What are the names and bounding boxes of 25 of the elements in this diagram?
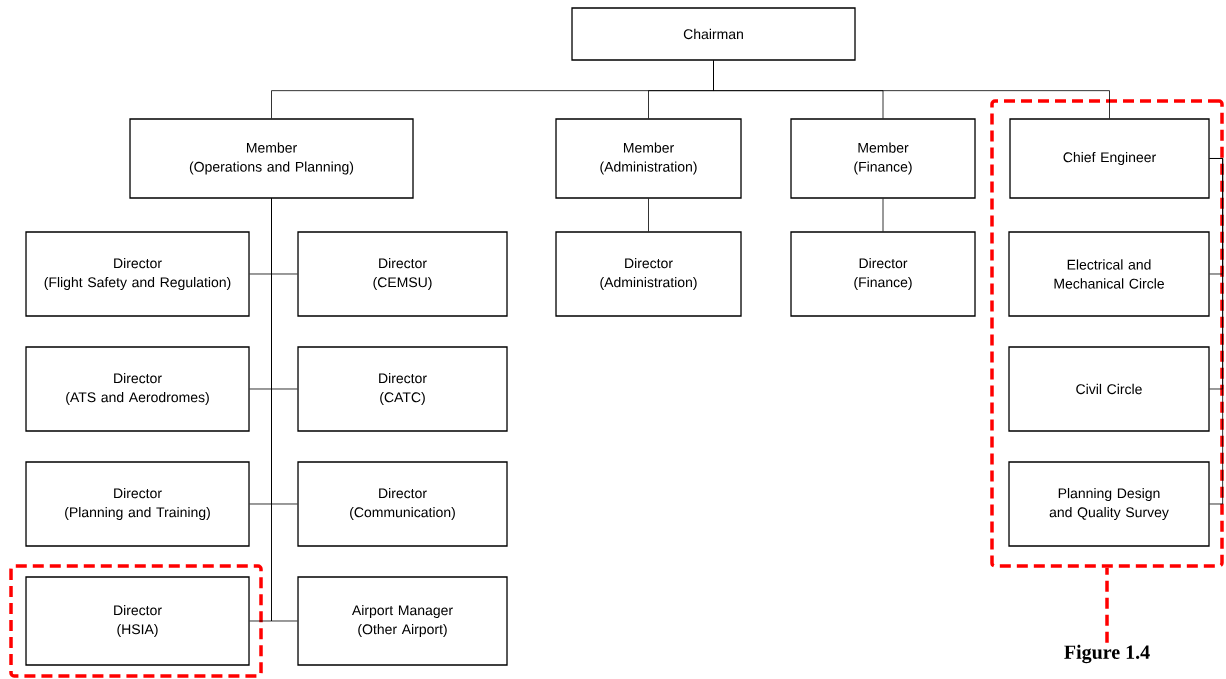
- org-box: Director (CATC): [297, 346, 508, 432]
- connector-line: [648, 198, 649, 232]
- org-box: Director (Finance): [790, 231, 976, 317]
- org-box: Chief Engineer: [1009, 118, 1210, 199]
- org-box: Director (Planning and Training): [25, 461, 250, 547]
- connector-line: [1105, 567, 1109, 643]
- org-box: Director (HSIA): [25, 576, 250, 666]
- org-box: Director (ATS and Aerodromes): [25, 346, 250, 432]
- org-box: Director (Communication): [297, 461, 508, 547]
- connector-line: [882, 198, 884, 232]
- org-box: Member (Finance): [790, 118, 976, 199]
- figure-caption: Figure 1.4: [1064, 644, 1150, 664]
- org-box: Member (Administration): [555, 118, 742, 199]
- connector-line: [713, 60, 1110, 119]
- org-box: Director (Administration): [555, 231, 742, 317]
- org-box: Director (Flight Safety and Regulation): [25, 231, 250, 317]
- org-box: Member (Operations and Planning): [129, 118, 414, 199]
- connector-line: [1209, 158, 1224, 505]
- org-box: Chairman: [571, 7, 856, 61]
- org-box: Airport Manager (Other Airport): [297, 576, 508, 666]
- org-box: Electrical and Mechanical Circle: [1008, 231, 1210, 317]
- connector-line: [271, 198, 298, 622]
- org-box: Civil Circle: [1008, 346, 1210, 432]
- org-box: Planning Design and Quality Survey: [1008, 461, 1210, 547]
- org-box: Director (CEMSU): [297, 231, 508, 317]
